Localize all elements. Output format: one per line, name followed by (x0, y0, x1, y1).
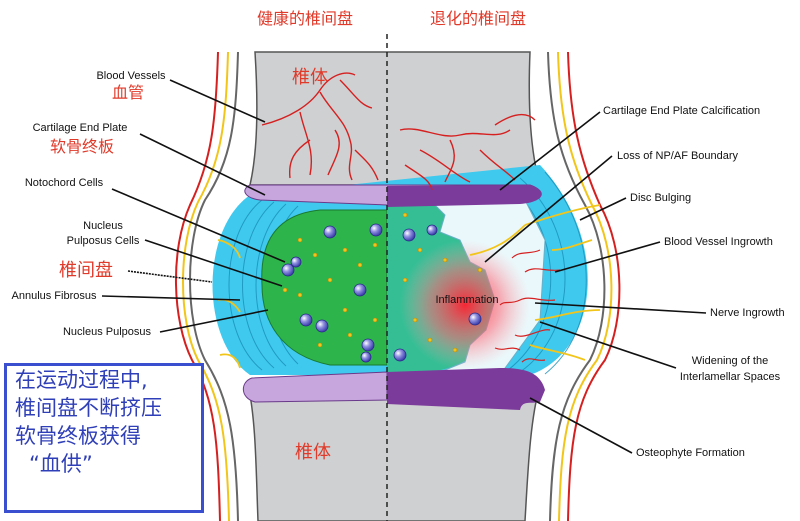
notochord-cells (281, 223, 482, 363)
vertebra-top-label: 椎体 (292, 67, 328, 88)
label-nucleus-pulposus-cells-2: Pulposus Cells (67, 235, 140, 247)
lower-cartilage-end-plate (242, 371, 388, 403)
label-notochord-cells: Notochord Cells (25, 177, 104, 189)
nucleus-pulposus-cells (282, 212, 483, 353)
degenerated-disc-title: 退化的椎间盘 (430, 9, 526, 28)
note-line-1: 在运动过程中, (15, 368, 148, 392)
label-boundary-loss: Loss of NP/AF Boundary (617, 150, 739, 162)
nerves (217, 204, 601, 369)
body-outline (174, 51, 621, 521)
healthy-disc-title: 健康的椎间盘 (257, 9, 353, 28)
label-nucleus-pulposus-cells-1: Nucleus (83, 220, 123, 232)
cartilage-cn-label: 软骨终板 (50, 137, 114, 156)
blood-vessel-cn-label: 血管 (112, 83, 144, 102)
note-line-2: 椎间盘不断挤压 (15, 396, 162, 420)
label-widening-2: Interlamellar Spaces (680, 371, 781, 383)
lower-vertebra (247, 384, 541, 521)
label-vessel-ingrowth: Blood Vessel Ingrowth (664, 236, 773, 248)
ingrowing-vessels (494, 249, 561, 363)
label-blood-vessels: Blood Vessels (96, 70, 166, 82)
label-osteophyte: Osteophyte Formation (636, 447, 745, 459)
label-nerve-ingrowth: Nerve Ingrowth (710, 307, 785, 319)
lower-endplate-calcified (387, 368, 545, 410)
label-annulus-fibrosus: Annulus Fibrosus (12, 290, 97, 302)
note-box: 在运动过程中, 椎间盘不断挤压 软骨终板获得 “血供” (4, 363, 204, 513)
leader-lines (101, 79, 707, 454)
label-disc-bulging: Disc Bulging (630, 192, 691, 204)
disc-cn-label: 椎间盘 (59, 260, 113, 281)
label-widening-1: Widening of the (692, 355, 768, 367)
nucleus-pulposus (261, 209, 387, 366)
label-calcification: Cartilage End Plate Calcification (603, 105, 760, 117)
blood-vessels (261, 72, 536, 191)
vertebra-bottom-label: 椎体 (295, 442, 331, 463)
label-cartilage-end-plate: Cartilage End Plate (33, 122, 128, 134)
inflammation-area (400, 240, 530, 370)
label-nucleus-pulposus: Nucleus Pulposus (63, 326, 152, 338)
upper-endplate-calcified (387, 185, 542, 207)
note-line-3: 软骨终板获得 (15, 424, 141, 448)
inflammation-label: Inflammation (436, 294, 499, 306)
note-line-4: “血供” (29, 452, 93, 476)
